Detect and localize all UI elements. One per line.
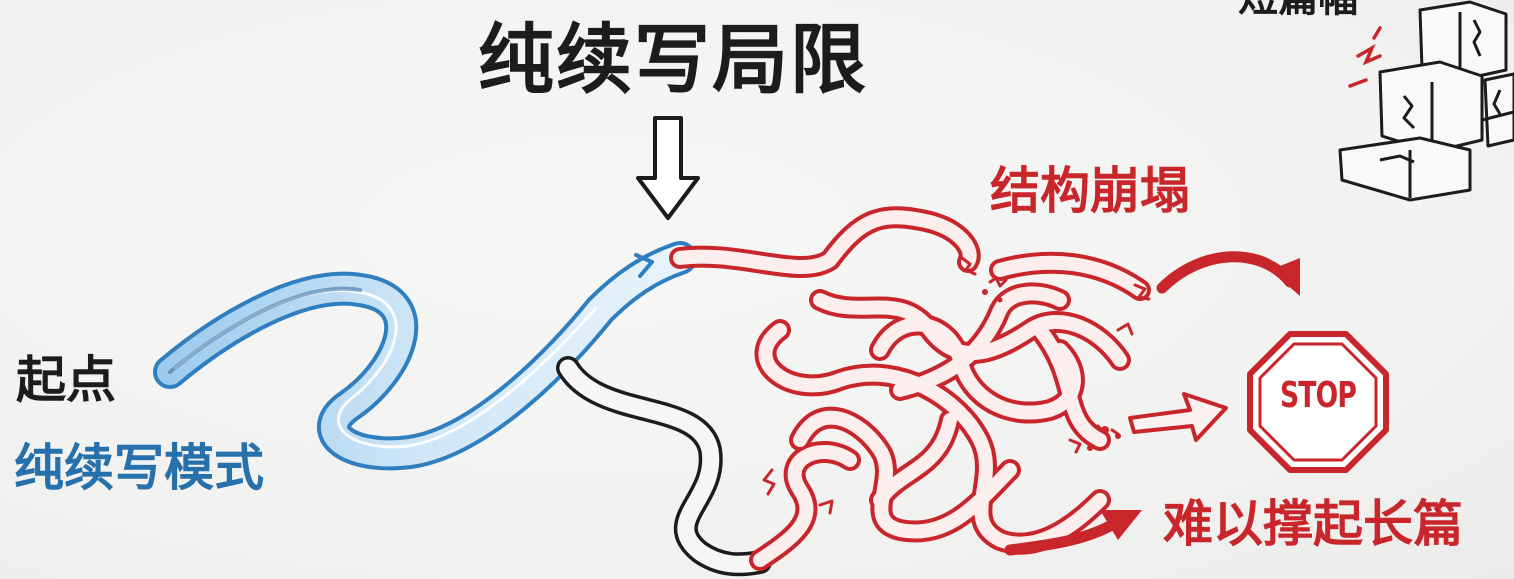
stop-sign-text: STOP [1279,375,1357,416]
short-length-label: 短篇幅 [1238,0,1358,18]
blue-arrow-head [634,253,654,278]
down-arrow-icon [636,116,700,220]
page-title: 纯续写局限 [478,15,868,104]
red-tangled-path [669,206,1151,571]
crack-spark-icon [1348,26,1382,88]
stop-sign-icon [1247,331,1389,473]
mode-label: 纯续写模式 [14,439,264,497]
cracked-blocks-icon [1338,0,1514,202]
red-arrow-bottom-icon [1004,510,1142,556]
red-arrow-icon [1156,251,1300,296]
blue-smooth-path [153,241,697,471]
red-outline-arrow-icon [1128,392,1228,442]
start-label: 起点 [16,351,116,409]
structure-collapse-label: 结构崩塌 [990,162,1190,220]
long-form-label: 难以撑起长篇 [1163,495,1463,553]
black-branch-path [556,356,772,577]
